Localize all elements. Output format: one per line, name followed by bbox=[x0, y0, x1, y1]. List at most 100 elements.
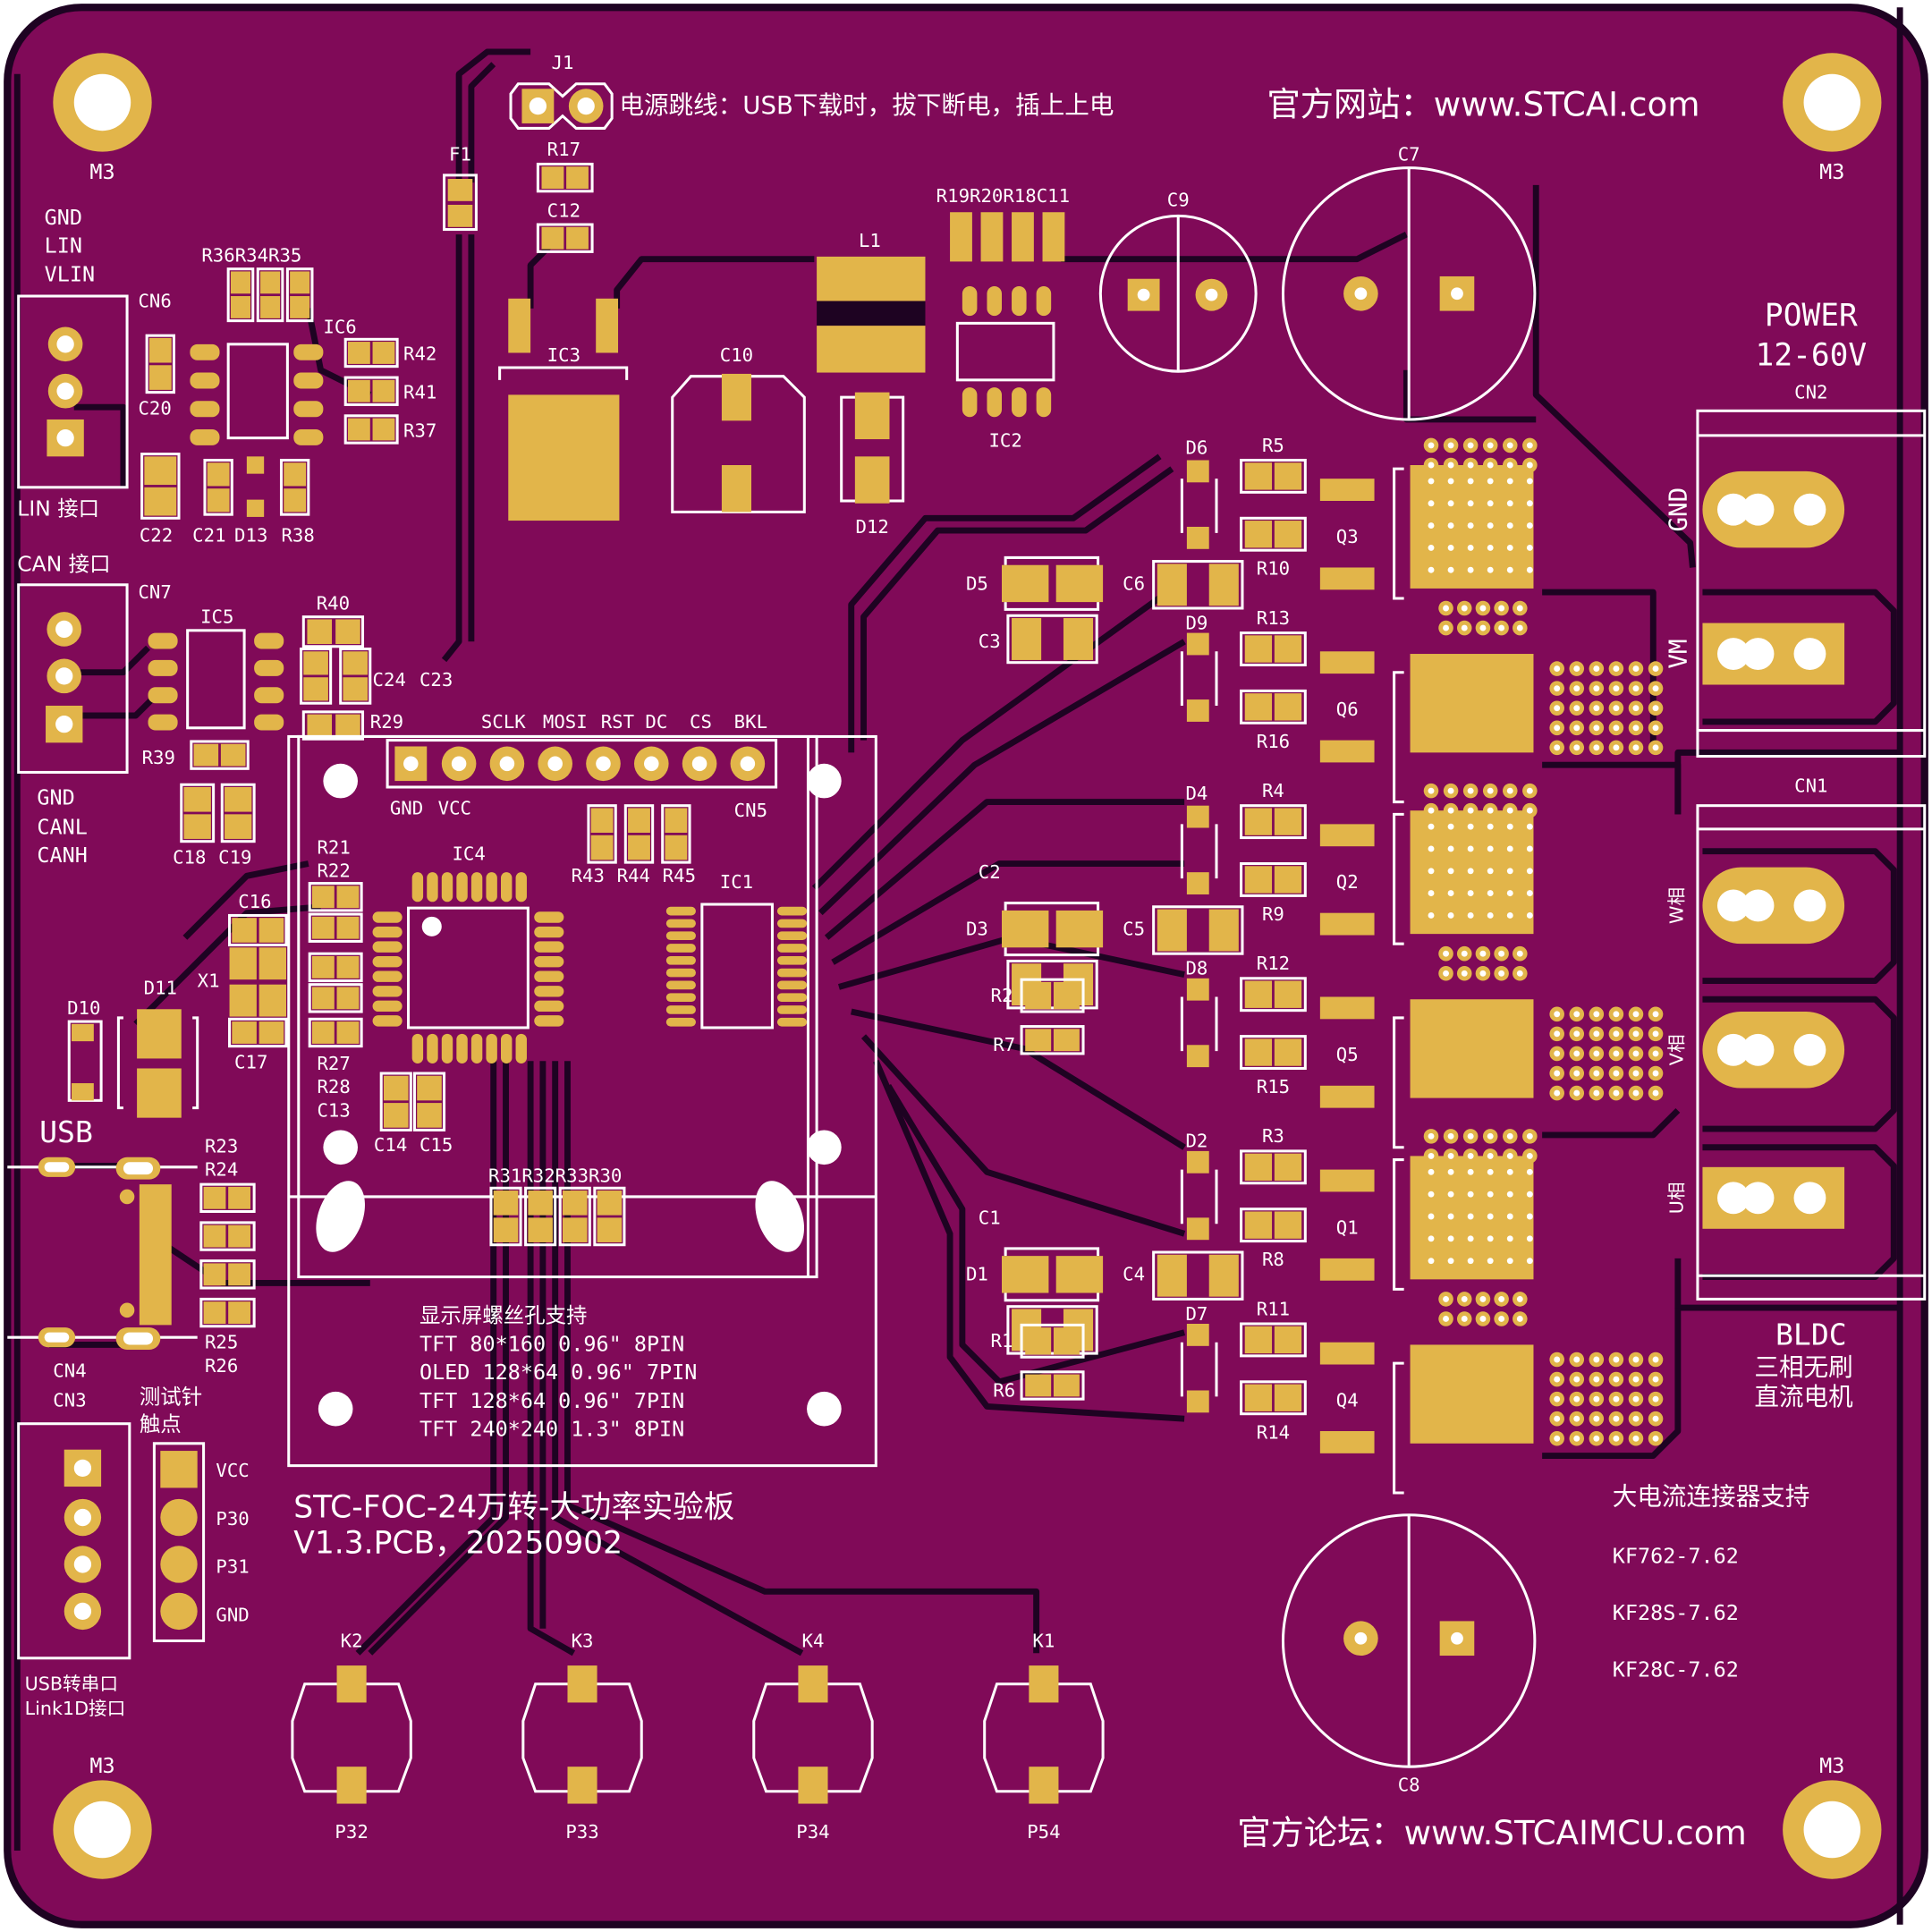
mosfet bbox=[1393, 1129, 1538, 1326]
ref-r25: R25 bbox=[205, 1332, 238, 1353]
ref-d2: D2 bbox=[1185, 1131, 1208, 1152]
testpoint-label: 触点 bbox=[140, 1411, 182, 1436]
ic-pin bbox=[665, 955, 696, 965]
ref-r9: R9 bbox=[1262, 903, 1284, 925]
motor-desc: 三相无刷 bbox=[1754, 1352, 1852, 1382]
ref-r43: R43 bbox=[572, 865, 605, 886]
ic-pin bbox=[501, 872, 513, 902]
motor-pin-label: U相 bbox=[1665, 1182, 1687, 1214]
ref-c14: C14 bbox=[374, 1134, 407, 1156]
power-label: POWER bbox=[1765, 298, 1858, 334]
ref-r41: R41 bbox=[403, 382, 436, 403]
testpoint-pin-label: GND bbox=[216, 1604, 249, 1625]
can-pin-label: CANH bbox=[37, 843, 87, 868]
ic-pin bbox=[372, 926, 402, 938]
ic-pin bbox=[776, 968, 808, 978]
jumper-j1[interactable]: J1 bbox=[509, 52, 614, 130]
ref-c13: C13 bbox=[317, 1099, 350, 1121]
ref-r40: R40 bbox=[317, 592, 350, 614]
ic-pin bbox=[441, 872, 453, 902]
mount-hole-label: M3 bbox=[1819, 159, 1844, 184]
ic6 bbox=[190, 343, 324, 445]
usb-label: USB bbox=[39, 1114, 93, 1149]
ref-f1: F1 bbox=[449, 143, 471, 165]
button-ref: K4 bbox=[802, 1630, 825, 1651]
motor-pin-label: W相 bbox=[1665, 887, 1687, 924]
ref-r5: R5 bbox=[1262, 435, 1284, 456]
ic-pin bbox=[515, 872, 527, 902]
ic-pin bbox=[372, 911, 402, 923]
jumper-note: 电源跳线：USB下载时，拔下断电，插上上电 bbox=[619, 90, 1114, 120]
lin-pin-label: GND bbox=[45, 205, 82, 230]
can-connector-cn7[interactable]: CAN 接口 CN7 GND CANL CANH bbox=[17, 552, 172, 869]
ref-d7: D7 bbox=[1185, 1303, 1208, 1325]
lin-connector-cn6[interactable]: GND LIN VLIN CN6 LIN 接口 bbox=[17, 205, 172, 521]
ic-pin bbox=[372, 941, 402, 953]
board-title: STC-FOC-24万转-大功率实验板 bbox=[293, 1490, 734, 1526]
button-net: P54 bbox=[1027, 1821, 1060, 1843]
resistors-r43-r45 bbox=[587, 804, 691, 864]
uart-label: USB转串口 bbox=[25, 1674, 118, 1695]
board-version: V1.3.PCB，20250902 bbox=[293, 1526, 623, 1562]
can-pin-label: GND bbox=[37, 784, 74, 809]
ref-c5: C5 bbox=[1123, 919, 1145, 940]
ref-r22: R22 bbox=[317, 860, 350, 882]
lin-passives bbox=[140, 453, 310, 520]
usb-connector-cn4[interactable]: USB CN4 bbox=[7, 1114, 198, 1381]
power-pin-label: VM bbox=[1664, 639, 1693, 668]
ref-r38: R38 bbox=[281, 525, 314, 547]
ic-pin bbox=[515, 1033, 527, 1063]
display-model: TFT 128*64 0.96" 7PIN bbox=[419, 1388, 684, 1413]
ref-c18: C18 bbox=[173, 847, 206, 869]
ref-r31-r32-r33-r30: R31R32R33R30 bbox=[488, 1165, 622, 1186]
uart-connector-cn3[interactable]: CN3 USB转串口 Link1D接口 bbox=[17, 1389, 131, 1719]
ic-pin bbox=[486, 872, 497, 902]
ref-c2: C2 bbox=[979, 861, 1001, 883]
ref-r21: R21 bbox=[317, 836, 350, 858]
ref-r12: R12 bbox=[1257, 953, 1290, 974]
ref-c3: C3 bbox=[979, 631, 1001, 652]
ref-c17: C17 bbox=[234, 1051, 267, 1072]
mount-hole-bl: M3 bbox=[53, 1753, 152, 1879]
lin-pin-label: VLIN bbox=[45, 261, 95, 286]
can-label: CAN 接口 bbox=[17, 552, 110, 577]
ref-d3: D3 bbox=[966, 919, 988, 940]
ic-pin bbox=[665, 944, 696, 953]
lcd-header-cn5[interactable]: SCLK MOSI RST DC CS BKL GND VCC CN5 bbox=[386, 711, 778, 821]
ref-c19: C19 bbox=[218, 847, 251, 869]
ref-cn1: CN1 bbox=[1794, 775, 1827, 797]
ic-pin bbox=[534, 970, 564, 982]
button-net: P34 bbox=[796, 1821, 829, 1843]
ic-pin bbox=[456, 1033, 468, 1063]
mount-hole-tr: M3 bbox=[1783, 53, 1882, 184]
ref-cn6: CN6 bbox=[138, 290, 171, 311]
can-pin-label: CANL bbox=[37, 814, 87, 839]
button-ref: K2 bbox=[341, 1630, 363, 1651]
ref-r1: R1 bbox=[991, 1330, 1013, 1352]
motor-connector-cn1[interactable]: CN1 W相 V相 U相 bbox=[1665, 775, 1927, 1301]
power-connector-cn2[interactable]: POWER 12-60V CN2 GND VM bbox=[1664, 298, 1927, 758]
ref-r44: R44 bbox=[617, 865, 650, 886]
ref-c21: C21 bbox=[192, 525, 225, 547]
ref-ic5: IC5 bbox=[200, 606, 233, 628]
ref-r36-r34-r35: R36R34R35 bbox=[201, 244, 301, 266]
testpoint-pin-label: VCC bbox=[216, 1460, 249, 1481]
ref-r23: R23 bbox=[205, 1135, 238, 1157]
motor-pin-label: V相 bbox=[1665, 1034, 1687, 1065]
lcd-pin-label: GND bbox=[390, 797, 423, 818]
ref-cn5: CN5 bbox=[734, 800, 767, 821]
capacitor-c8: C8 bbox=[1281, 1513, 1537, 1796]
motor-label: BLDC bbox=[1775, 1317, 1847, 1352]
ref-d10: D10 bbox=[67, 997, 100, 1019]
ref-d6: D6 bbox=[1185, 437, 1208, 459]
mosfet-array bbox=[1393, 437, 1664, 1495]
ref-d13: D13 bbox=[234, 525, 267, 547]
ref-q6: Q6 bbox=[1336, 699, 1359, 720]
testpoint-header[interactable]: 测试针 触点 VCC P30 P31 GND bbox=[140, 1385, 250, 1642]
ic-pin bbox=[776, 955, 808, 965]
ref-c15: C15 bbox=[419, 1134, 453, 1156]
